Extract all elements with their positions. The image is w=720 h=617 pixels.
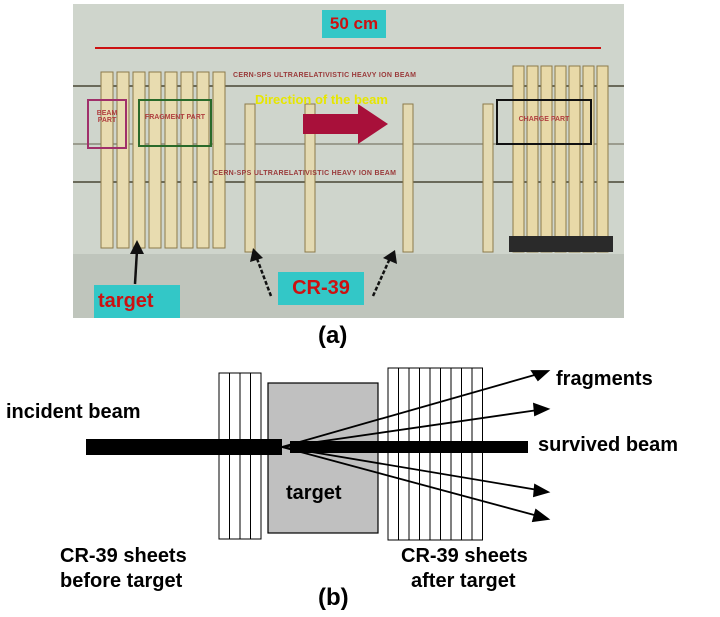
engraved-label-top: CERN-SPS ULTRARELATIVISTIC HEAVY ION BEA… [233, 72, 417, 79]
cr39-sheet-after [408, 367, 420, 541]
target-label-schematic: target [286, 482, 342, 504]
cr39-sheet-before [239, 372, 251, 540]
after-target-label-line1: CR-39 sheets [401, 545, 528, 567]
survived-beam-label: survived beam [538, 434, 679, 456]
beam-direction-label: Direction of the beam [255, 92, 388, 107]
cr39-sheet-after [387, 367, 399, 541]
target-label-photo: target [94, 285, 180, 318]
middle-sheets [244, 103, 494, 253]
fragment-part-box [138, 99, 212, 147]
beam-part-box [87, 99, 127, 149]
detector-photo-drawing [73, 4, 624, 318]
charge-part-box [496, 99, 592, 145]
beam-schematic [86, 367, 551, 541]
cr39-label-photo: CR-39 [278, 272, 364, 305]
dimension-label: 50 cm [322, 10, 386, 38]
cr39-sheet-after [398, 367, 410, 541]
after-target-label-line2: after target [411, 570, 516, 592]
cr39-sheet-before [250, 372, 262, 540]
before-target-label-line1: CR-39 sheets [60, 545, 187, 567]
right-sheet-stack [509, 65, 613, 253]
detector-photo: CERN-SPS ULTRARELATIVISTIC HEAVY ION BEA… [73, 4, 624, 318]
fragment-arrows [281, 370, 551, 523]
cr39-sheet-before [229, 372, 241, 540]
survived-beam-bar [290, 441, 528, 453]
cr39-sheets-after [387, 367, 483, 541]
fragment-part-label: FRAGMENT PART [144, 114, 206, 121]
cr39-sheet-after [471, 367, 483, 541]
beam-direction-arrow [303, 104, 388, 144]
caption-a: (a) [318, 322, 348, 349]
incident-beam-bar [86, 439, 282, 455]
cr39-sheet-before [218, 372, 230, 540]
cr39-sheet-after [429, 367, 441, 541]
caption-b: (b) [318, 584, 349, 611]
cr39-sheet-after [450, 367, 462, 541]
cr39-sheet-after [440, 367, 452, 541]
incident-beam-label: incident beam [6, 401, 141, 423]
before-target-label-line2: before target [60, 570, 183, 592]
cr39-sheets-before [218, 372, 262, 540]
engraved-label-bottom: CERN-SPS ULTRARELATIVISTIC HEAVY ION BEA… [213, 170, 397, 177]
fragments-label: fragments [556, 368, 653, 390]
beam-part-label: BEAM PART [96, 110, 118, 124]
charge-part-label: CHARGE PART [518, 116, 570, 123]
cr39-sheet-after [419, 367, 431, 541]
